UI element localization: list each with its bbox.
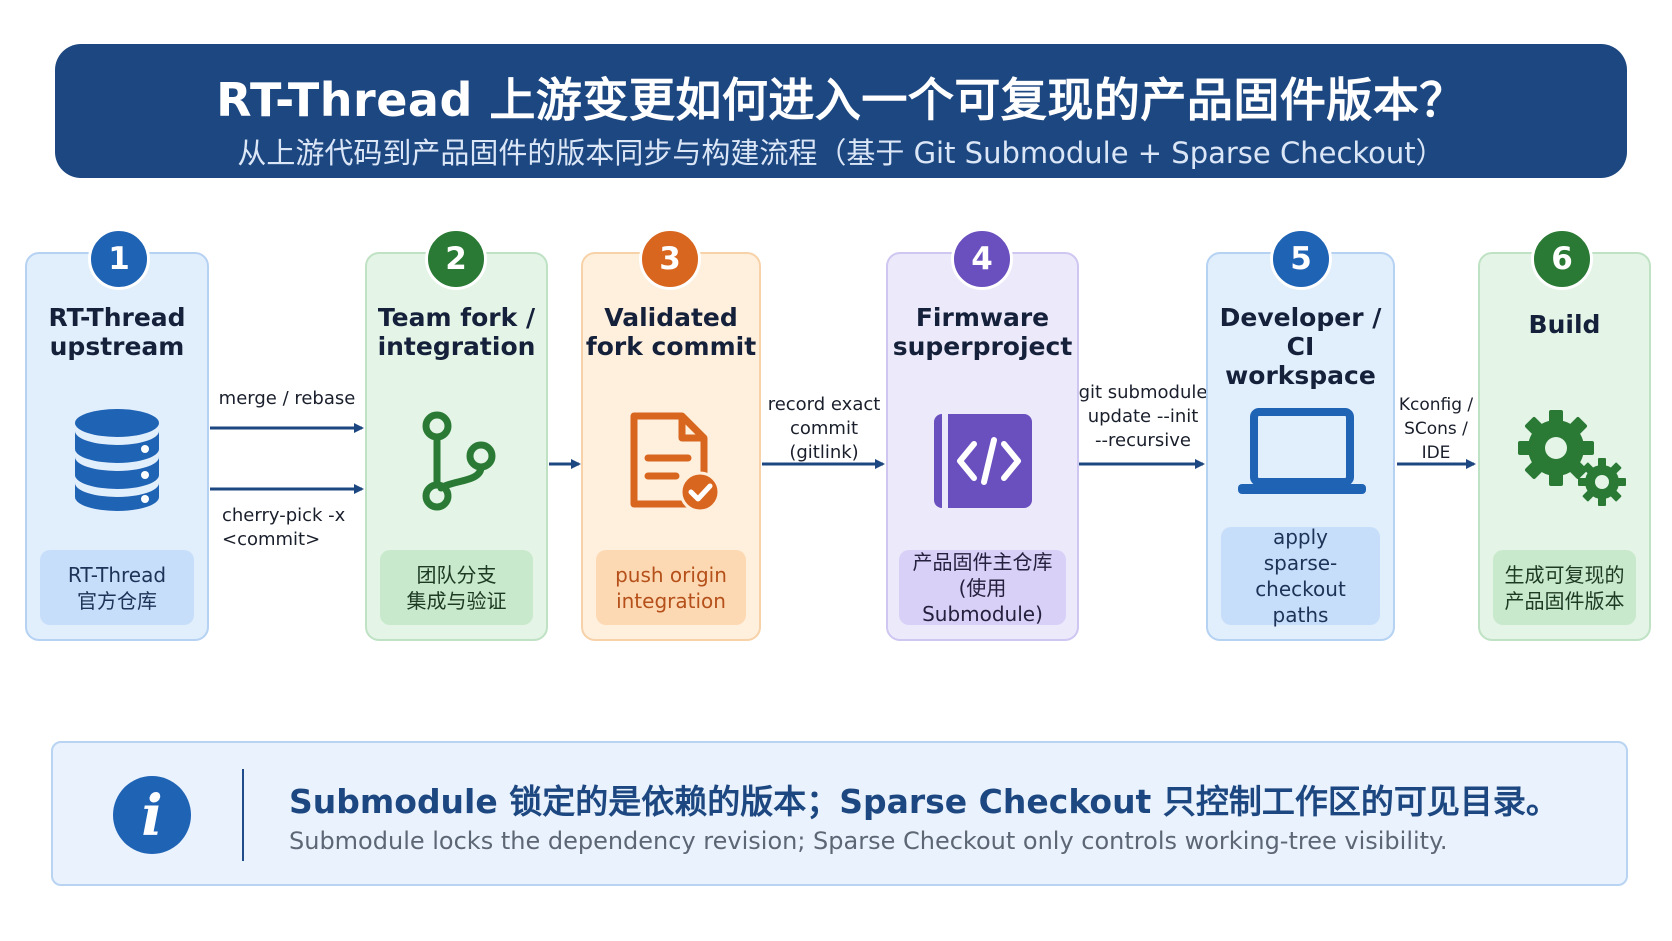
step-caption-build: 生成可复现的 产品固件版本 <box>1493 550 1636 625</box>
step-title-validated-commit: Validated fork commit <box>585 303 757 361</box>
database-icon <box>70 407 164 511</box>
header-banner: RT-Thread 上游变更如何进入一个可复现的产品固件版本？ 从上游代码到产品… <box>55 44 1627 178</box>
step-number-3: 3 <box>639 228 701 290</box>
step-caption-superproject: 产品固件主仓库 (使用 Submodule) <box>899 550 1066 626</box>
label-record-commit: record exact commit (gitlink) <box>767 394 881 463</box>
code-icon <box>932 412 1034 510</box>
label-cherry-pick: cherry-pick -x <commit> <box>222 505 346 550</box>
step-number-1: 1 <box>88 228 150 290</box>
step-caption-workspace: apply sparse-checkout paths <box>1221 525 1380 627</box>
step-title-superproject: Firmware superproject <box>892 303 1073 361</box>
step-title-workspace: Developer / CI workspace <box>1219 303 1382 390</box>
page-subtitle: 从上游代码到产品固件的版本同步与构建流程（基于 Git Submodule + … <box>237 136 1445 170</box>
gears-icon <box>1514 406 1630 510</box>
document-check-icon <box>626 410 724 514</box>
step-number-2: 2 <box>425 228 487 290</box>
label-kconfig: Kconfig / SCons / IDE <box>1398 395 1474 463</box>
step-title-team-fork: Team fork / integration <box>377 303 536 361</box>
label-submodule-update: git submodule update --init --recursive <box>1078 382 1208 451</box>
laptop-icon <box>1236 408 1368 498</box>
label-merge-rebase: merge / rebase <box>218 388 356 409</box>
step-caption-upstream: RT-Thread 官方仓库 <box>40 550 194 625</box>
step-number-4: 4 <box>951 228 1013 290</box>
step-title-build: Build <box>1528 310 1601 339</box>
page-title: RT-Thread 上游变更如何进入一个可复现的产品固件版本？ <box>216 73 1466 127</box>
step-number-6: 6 <box>1531 228 1593 290</box>
info-title: Submodule 锁定的是依赖的版本；Sparse Checkout 只控制工… <box>289 782 1559 821</box>
info-icon: i <box>113 776 191 854</box>
step-number-5: 5 <box>1270 228 1332 290</box>
step-title-upstream: RT-Thread upstream <box>48 303 186 361</box>
info-panel: i Submodule 锁定的是依赖的版本；Sparse Checkout 只控… <box>51 741 1628 886</box>
info-subtitle: Submodule locks the dependency revision;… <box>289 827 1448 855</box>
info-divider <box>242 769 244 861</box>
git-branch-icon <box>417 410 497 512</box>
step-caption-validated-commit: push origin integration <box>596 550 746 625</box>
step-caption-team-fork: 团队分支 集成与验证 <box>380 550 533 625</box>
